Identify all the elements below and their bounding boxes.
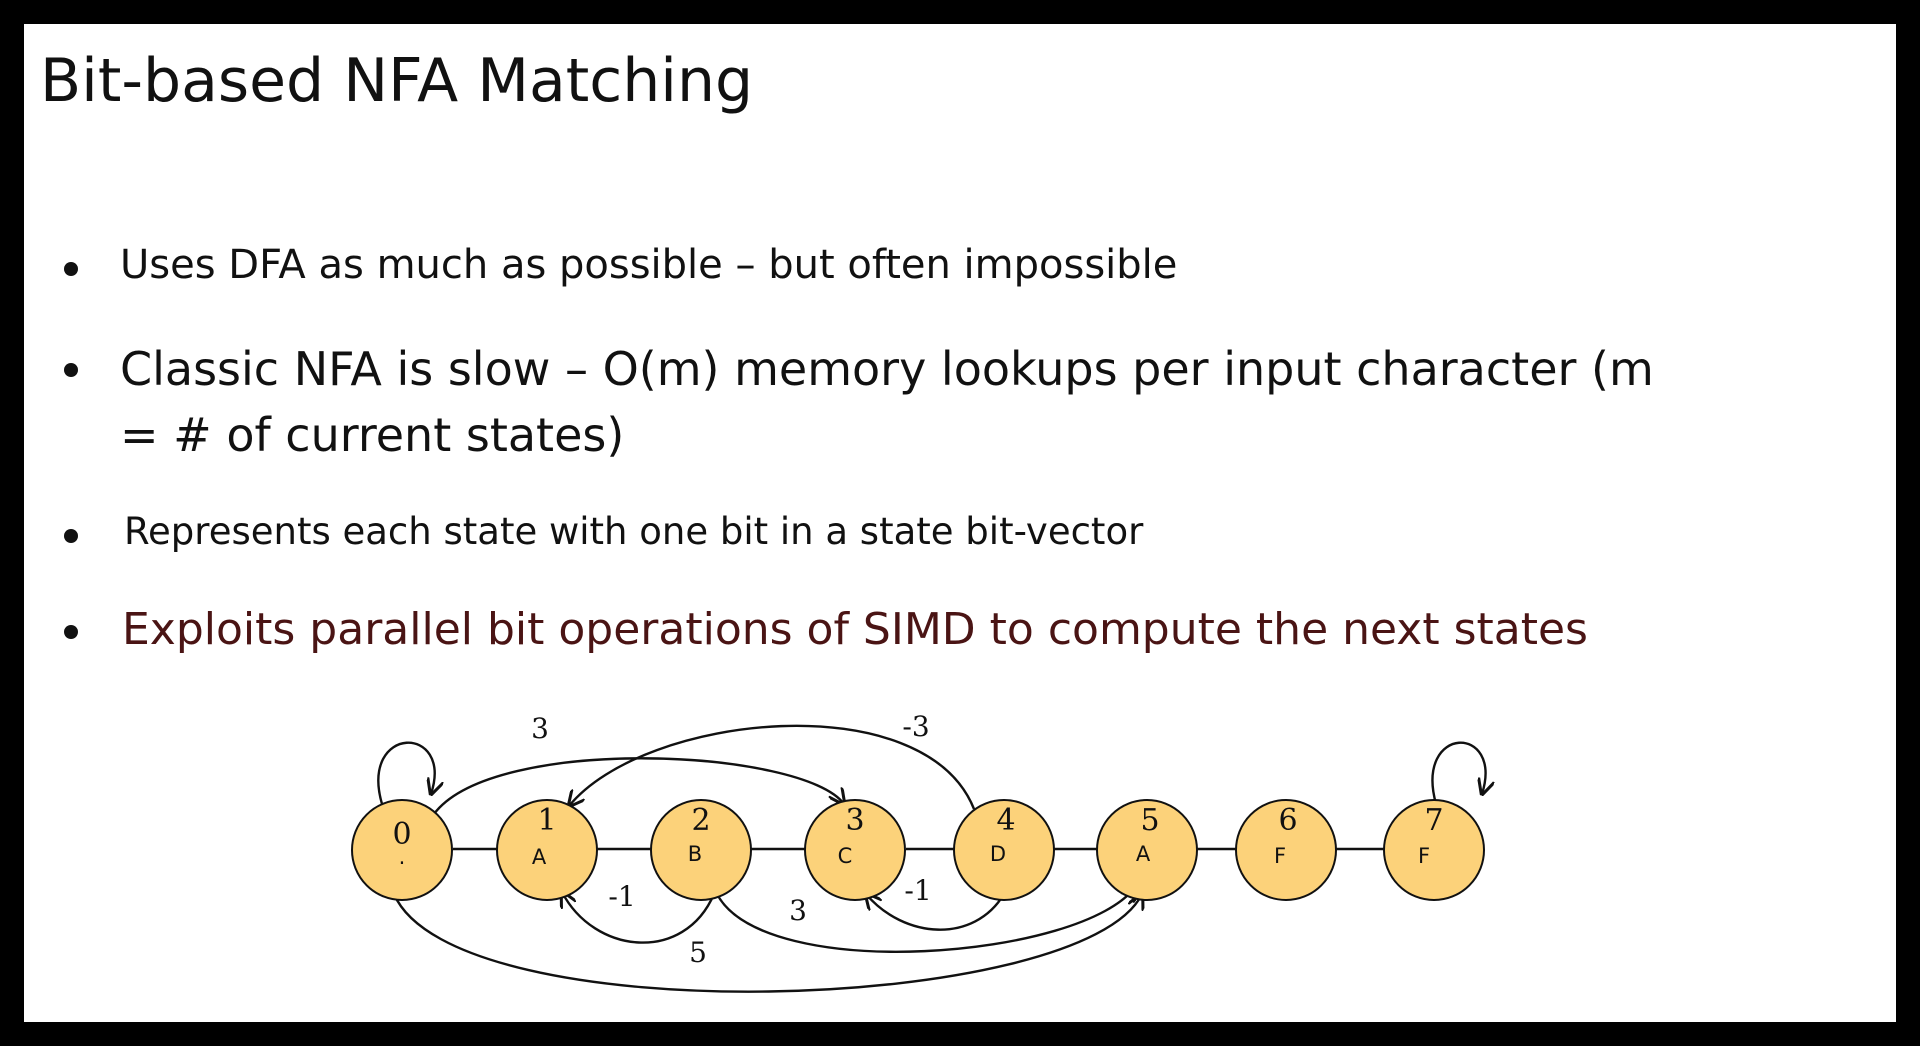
state-4-symbol: D (990, 842, 1006, 866)
state-4: 4 D (953, 799, 1055, 901)
edge-4-3 (866, 894, 1006, 931)
state-7-symbol: F (1418, 844, 1430, 868)
nfa-diagram: 3 -3 -1 3 -1 5 0 . 1 A 2 B 3 C 4 D (351, 710, 1896, 993)
state-6-symbol: F (1274, 844, 1286, 868)
edge-label-2-1: -1 (608, 880, 635, 913)
bullet-dot-icon (64, 529, 78, 543)
edge-self-loop-7 (1431, 741, 1486, 805)
state-5: 5 A (1096, 799, 1198, 901)
edge-label-0-5: 5 (689, 936, 707, 969)
edge-2-5 (715, 886, 1136, 953)
bullet-dot-icon (64, 262, 78, 276)
slide-title: Bit-based NFA Matching (40, 46, 754, 116)
state-6-number: 6 (1278, 803, 1297, 838)
state-7-number: 7 (1424, 803, 1443, 838)
bullet-2-line-2: = # of current states) (120, 408, 625, 462)
state-7: 7 F (1383, 799, 1485, 901)
state-6: 6 F (1235, 799, 1337, 901)
state-1: 1 A (496, 799, 598, 901)
state-3-symbol: C (838, 844, 853, 868)
bullet-3: Represents each state with one bit in a … (124, 510, 1144, 553)
edge-self-loop-0 (377, 741, 434, 805)
state-2-symbol: B (688, 842, 702, 866)
edge-4-1 (569, 724, 976, 809)
edge-label-4-3: -1 (904, 874, 931, 907)
state-1-symbol: A (532, 845, 547, 869)
edge-0-3 (433, 757, 844, 815)
state-5-number: 5 (1140, 803, 1159, 838)
bullet-2-line-1: Classic NFA is slow – O(m) memory lookup… (120, 342, 1654, 396)
state-3-number: 3 (845, 803, 864, 838)
state-0-symbol: . (399, 845, 406, 869)
state-4-number: 4 (996, 803, 1015, 838)
state-0-number: 0 (392, 817, 411, 852)
state-3: 3 C (804, 799, 906, 901)
edge-label-2-5: 3 (789, 894, 807, 927)
slide: Bit-based NFA Matching Uses DFA as much … (24, 24, 1896, 1022)
bullet-dot-icon (64, 625, 78, 639)
state-5-symbol: A (1136, 842, 1151, 866)
bullet-dot-icon (64, 363, 78, 377)
edge-label-4-1: -3 (902, 710, 929, 743)
edge-0-5 (392, 894, 1142, 993)
state-2-number: 2 (691, 803, 710, 838)
state-2: 2 B (650, 799, 752, 901)
state-1-number: 1 (537, 803, 556, 838)
bullet-1: Uses DFA as much as possible – but often… (120, 242, 1178, 288)
edge-label-0-3: 3 (531, 712, 549, 745)
bullet-4: Exploits parallel bit operations of SIMD… (122, 604, 1588, 655)
state-0: 0 . (351, 799, 453, 901)
edge-2-1 (562, 892, 716, 944)
